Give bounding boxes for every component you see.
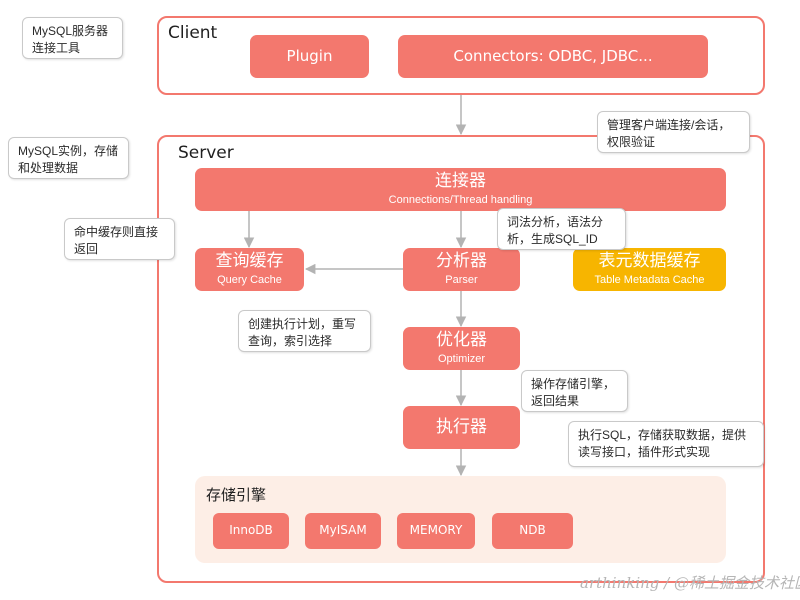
- client-title: Client: [168, 23, 218, 43]
- connector-callout: 管理客户端连接/会话，权限验证: [597, 111, 750, 153]
- optimizer-callout: 创建执行计划，重写查询，索引选择: [238, 310, 371, 352]
- connectors-node[interactable]: Connectors: ODBC, JDBC...: [398, 35, 708, 78]
- engine-ndb[interactable]: NDB: [492, 513, 573, 549]
- connector-sub-label: Connections/Thread handling: [388, 193, 533, 206]
- client-callout: MySQL服务器连接工具: [22, 17, 123, 59]
- optimizer-label: 优化器: [436, 330, 487, 351]
- connector-node[interactable]: 连接器 Connections/Thread handling: [195, 168, 726, 211]
- parser-callout: 词法分析，语法分析，生成SQL_ID: [497, 208, 626, 250]
- server-callout: MySQL实例，存储和处理数据: [8, 137, 129, 179]
- query-cache-label: 查询缓存: [215, 251, 284, 272]
- engine-memory-label: MEMORY: [409, 523, 463, 538]
- engine-myisam-label: MyISAM: [319, 523, 367, 538]
- connectors-label: Connectors: ODBC, JDBC...: [453, 46, 653, 65]
- executor-node[interactable]: 执行器: [403, 406, 520, 449]
- parser-sub-label: Parser: [445, 273, 478, 286]
- storage-title: 存储引擎: [206, 486, 267, 504]
- plugin-label: Plugin: [286, 46, 333, 65]
- parser-label: 分析器: [436, 251, 487, 272]
- metadata-cache-node[interactable]: 表元数据缓存 Table Metadata Cache: [573, 248, 726, 291]
- optimizer-node[interactable]: 优化器 Optimizer: [403, 327, 520, 370]
- engine-ndb-label: NDB: [519, 523, 546, 538]
- parser-node[interactable]: 分析器 Parser: [403, 248, 520, 291]
- engine-innodb-label: InnoDB: [229, 523, 273, 538]
- query-cache-callout: 命中缓存则直接返回: [64, 218, 175, 260]
- engine-memory[interactable]: MEMORY: [397, 513, 475, 549]
- storage-callout: 执行SQL，存储获取数据，提供读写接口，插件形式实现: [568, 421, 764, 467]
- engine-myisam[interactable]: MyISAM: [305, 513, 381, 549]
- watermark: arthinking / @稀土掘金技术社区: [580, 574, 800, 592]
- engine-innodb[interactable]: InnoDB: [213, 513, 289, 549]
- executor-label: 执行器: [436, 416, 487, 437]
- query-cache-node[interactable]: 查询缓存 Query Cache: [195, 248, 304, 291]
- connector-label: 连接器: [435, 171, 486, 192]
- plugin-node[interactable]: Plugin: [250, 35, 369, 78]
- server-title: Server: [178, 143, 234, 163]
- executor-callout: 操作存储引擎，返回结果: [521, 370, 628, 412]
- query-cache-sub-label: Query Cache: [217, 273, 282, 286]
- metadata-cache-sub-label: Table Metadata Cache: [594, 273, 705, 286]
- metadata-cache-label: 表元数据缓存: [598, 251, 701, 272]
- optimizer-sub-label: Optimizer: [437, 352, 486, 365]
